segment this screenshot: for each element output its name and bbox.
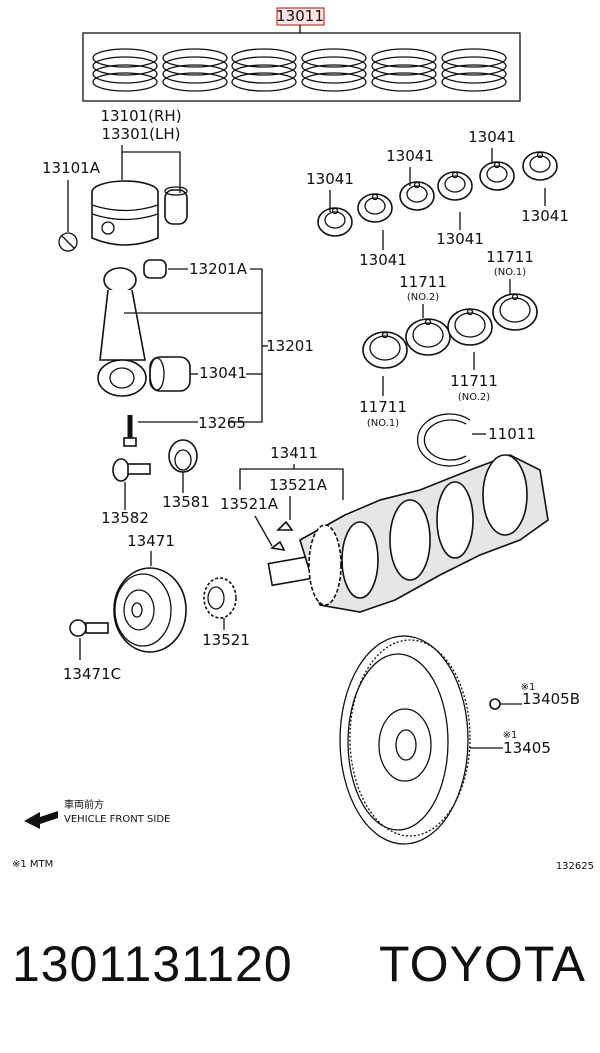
label-fw-bolt-mark: ※1 xyxy=(521,682,536,693)
bearing-shell xyxy=(479,161,515,191)
label-bolt: 13582 xyxy=(101,509,149,527)
label-thrust: 11011 xyxy=(488,425,536,443)
bearing-shell xyxy=(399,181,435,211)
piston xyxy=(58,180,188,252)
label-m3-note: (NO.2) xyxy=(458,392,490,403)
connecting-rod xyxy=(97,259,191,447)
thrust-washer xyxy=(416,413,471,467)
piston-ring xyxy=(162,64,228,84)
label-m3: 11711 xyxy=(450,372,498,390)
piston-ring xyxy=(301,48,367,68)
label-crank: 13411 xyxy=(270,444,318,462)
label-note: ※1 MTM xyxy=(12,859,53,870)
bearing-shell xyxy=(492,293,538,331)
bearing-shell xyxy=(362,331,408,369)
bearing-shell xyxy=(522,151,558,181)
piston-ring-set xyxy=(82,7,521,102)
piston-ring xyxy=(162,72,228,92)
label-m1: 11711 xyxy=(399,273,447,291)
label-m2-note: (NO.1) xyxy=(494,267,526,278)
piston-ring xyxy=(441,56,507,76)
label-m4-note: (NO.1) xyxy=(367,418,399,429)
crank-pulley xyxy=(69,567,187,653)
front-arrow-icon xyxy=(24,811,58,829)
label-code: 132625 xyxy=(556,861,594,872)
piston-ring xyxy=(92,56,158,76)
label-piston-rh: 13101(RH) xyxy=(100,107,181,125)
piston-ring xyxy=(301,64,367,84)
piston-ring xyxy=(371,56,437,76)
piston-ring xyxy=(92,48,158,68)
label-b5: 13041 xyxy=(359,251,407,269)
piston-ring xyxy=(441,48,507,68)
label-snap-ring: 13101A xyxy=(42,159,101,177)
label-rod-bearing: 13041 xyxy=(199,364,247,382)
part-number: 1301131120 xyxy=(12,936,293,992)
label-pulley-bolt: 13471C xyxy=(63,665,121,683)
timing-gear xyxy=(203,577,237,619)
label-key-l: 13521A xyxy=(220,495,279,513)
bearing-shell xyxy=(357,193,393,223)
label-flywheel: 13405 xyxy=(503,739,551,757)
piston-ring xyxy=(301,56,367,76)
label-b1: 13041 xyxy=(306,170,354,188)
label-front-jp: 車両前方 xyxy=(64,798,104,811)
brand-name: TOYOTA xyxy=(379,936,586,992)
parts-diagram: 13011 13101(RH) 13301(LH) 13101A 13201A … xyxy=(12,7,594,872)
label-front-en: VEHICLE FRONT SIDE xyxy=(64,814,170,825)
flywheel xyxy=(339,635,501,845)
piston-ring xyxy=(231,56,297,76)
label-m1-note: (NO.2) xyxy=(407,292,439,303)
bearing-shell xyxy=(405,318,451,356)
piston-ring xyxy=(231,48,297,68)
piston-ring xyxy=(441,64,507,84)
label-washer: 13581 xyxy=(162,493,210,511)
label-rod-assy: 13201 xyxy=(266,337,314,355)
label-m4: 11711 xyxy=(359,398,407,416)
piston-ring xyxy=(92,72,158,92)
label-fw-mark: ※1 xyxy=(503,730,518,741)
main-bearings xyxy=(317,151,558,369)
piston-ring xyxy=(441,72,507,92)
label-key-r: 13521A xyxy=(269,476,328,494)
label-b2: 13041 xyxy=(386,147,434,165)
piston-ring xyxy=(231,64,297,84)
label-pin-bushing: 13201A xyxy=(189,260,248,278)
label-b4: 13041 xyxy=(521,207,569,225)
bearing-shell xyxy=(317,207,353,237)
bearing-shell xyxy=(447,308,493,346)
label-gear: 13521 xyxy=(202,631,250,649)
piston-ring xyxy=(301,72,367,92)
label-rod-bolt: 13265 xyxy=(198,414,246,432)
piston-ring xyxy=(92,64,158,84)
bearing-shell xyxy=(437,171,473,201)
label-m2: 11711 xyxy=(486,248,534,266)
piston-ring xyxy=(162,48,228,68)
bolt-washer xyxy=(112,439,198,482)
label-piston-lh: 13301(LH) xyxy=(101,125,180,143)
piston-ring xyxy=(162,56,228,76)
crankshaft xyxy=(267,454,549,613)
footer: 1301131120 TOYOTA xyxy=(0,935,600,1015)
label-pulley: 13471 xyxy=(127,532,175,550)
label-ring-set: 13011 xyxy=(276,7,324,25)
piston-ring xyxy=(371,64,437,84)
piston-ring xyxy=(371,72,437,92)
piston-ring xyxy=(371,48,437,68)
label-fw-bolt: 13405B xyxy=(522,690,580,708)
label-b6: 13041 xyxy=(436,230,484,248)
piston-ring xyxy=(231,72,297,92)
label-b3: 13041 xyxy=(468,128,516,146)
